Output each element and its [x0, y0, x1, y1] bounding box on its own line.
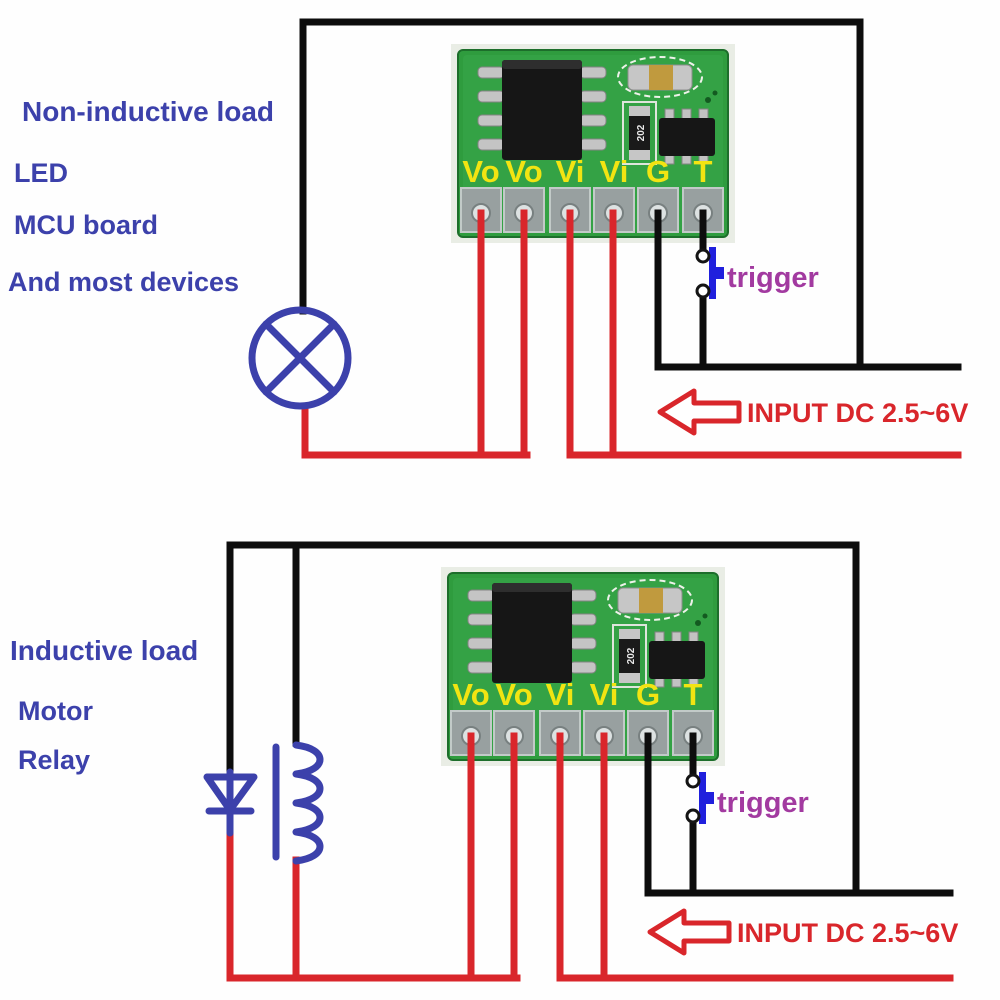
trigger-terminal — [685, 773, 701, 789]
wire-red-vi-bus-bottom — [556, 732, 954, 982]
wire-black-ground-bus-top — [654, 209, 962, 371]
trigger-label-bottom: trigger — [717, 787, 809, 819]
trigger-terminal — [695, 248, 711, 264]
diode-symbol — [203, 768, 258, 837]
input-arrow-icon-bottom — [647, 908, 732, 956]
trigger-terminal — [695, 283, 711, 299]
wire-red-diode-bus-bottom — [226, 829, 521, 982]
bottom-circuit: trigger INPUT DC 2.5~6V Inductive load M… — [10, 541, 958, 982]
input-label-bottom: INPUT DC 2.5~6V — [737, 918, 958, 948]
wire-black-ground-bus-bottom — [644, 732, 954, 897]
trigger-actuator — [709, 247, 716, 299]
wire-black-load-loop-top — [299, 18, 864, 371]
section-heading-bottom: Inductive load — [10, 635, 198, 666]
pcb-module-bottom — [440, 566, 726, 767]
section-heading-top: Non-inductive load — [22, 96, 274, 127]
trigger-button-bottom — [685, 772, 714, 824]
pcb-module-top — [450, 43, 736, 244]
trigger-nub — [706, 792, 714, 804]
trigger-terminal — [685, 808, 701, 824]
wire-red-lamp-bus-top — [301, 402, 531, 459]
trigger-button-top — [695, 247, 724, 299]
relay-coil-symbol — [272, 741, 324, 865]
trigger-actuator — [699, 772, 706, 824]
input-arrow-icon-top — [657, 388, 742, 436]
load-item-motor: Motor — [18, 696, 93, 726]
input-label-top: INPUT DC 2.5~6V — [747, 398, 968, 428]
top-circuit: trigger INPUT DC 2.5~6V Non-inductive lo… — [8, 18, 968, 459]
wire-black-load-loop-bottom — [226, 541, 860, 897]
lamp-symbol — [248, 306, 352, 410]
load-item-mcu: MCU board — [14, 210, 158, 240]
load-item-relay: Relay — [18, 745, 90, 775]
load-item-most-devices: And most devices — [8, 267, 239, 297]
trigger-label-top: trigger — [727, 262, 819, 294]
trigger-nub — [716, 267, 724, 279]
wire-red-vi-bus-top — [566, 209, 962, 459]
load-item-led: LED — [14, 158, 68, 188]
